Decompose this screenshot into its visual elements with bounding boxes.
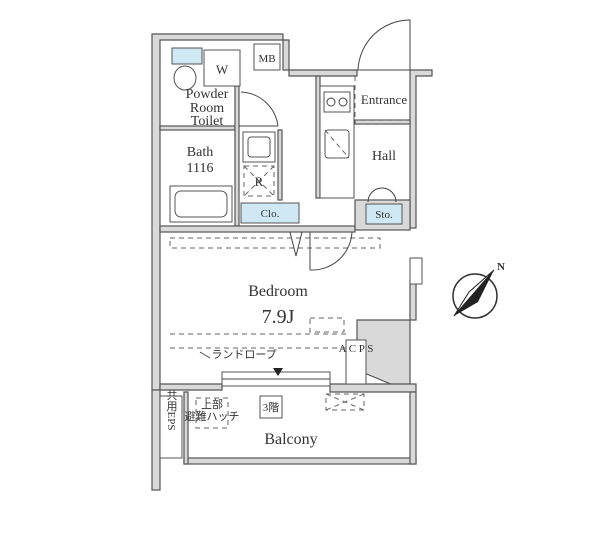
bath-label: Bath bbox=[187, 145, 213, 160]
ladder-label: 3階 bbox=[263, 400, 280, 414]
exterior-walls bbox=[151, 33, 433, 491]
escape-hatch bbox=[195, 397, 229, 429]
laundry-pipe-line bbox=[199, 351, 211, 359]
closet-label: Clo. bbox=[261, 208, 280, 220]
balcony-sash[interactable] bbox=[221, 368, 331, 387]
ladder-box bbox=[259, 395, 283, 419]
acps-panel bbox=[345, 339, 367, 385]
powder-room-door[interactable] bbox=[239, 91, 279, 127]
powder-label: Powder bbox=[186, 87, 229, 102]
side-window[interactable] bbox=[409, 257, 423, 285]
bedroom-door[interactable] bbox=[289, 231, 353, 271]
washer-label: W bbox=[216, 62, 229, 77]
acps-label: A C P S bbox=[339, 343, 374, 355]
storage-doors[interactable] bbox=[367, 187, 397, 203]
toilet-label: Toilet bbox=[191, 114, 224, 129]
compass-north-label: N bbox=[497, 261, 505, 273]
refrigerator-space bbox=[243, 165, 275, 197]
meter-box-label: MB bbox=[258, 53, 275, 65]
room-label: Room bbox=[190, 101, 224, 116]
kitchen-counter bbox=[319, 85, 355, 199]
balcony-label: Balcony bbox=[264, 431, 317, 448]
bedroom-bottom-border bbox=[170, 333, 350, 349]
escape-hatch-label-2: 避難ハッチ bbox=[185, 409, 240, 423]
meter-box bbox=[253, 43, 281, 71]
eps-shaft bbox=[159, 395, 183, 459]
entrance-door[interactable] bbox=[357, 19, 411, 71]
outdoor-ac-unit bbox=[325, 393, 365, 411]
closet bbox=[240, 202, 300, 224]
bedroom-top-border bbox=[169, 237, 381, 249]
eps-label: 共用EPS bbox=[165, 389, 178, 430]
refrigerator-label: R bbox=[255, 174, 264, 189]
compass: N bbox=[452, 261, 505, 319]
bathtub bbox=[169, 185, 233, 223]
storage bbox=[365, 203, 403, 225]
bedroom-size: 7.9J bbox=[262, 306, 295, 328]
storage-label: Sto. bbox=[375, 209, 393, 221]
entrance-label: Entrance bbox=[361, 92, 407, 107]
washer-space bbox=[203, 49, 241, 87]
toilet-fixture bbox=[171, 47, 203, 91]
aircon-unit bbox=[309, 317, 345, 333]
bedroom-label: Bedroom bbox=[248, 283, 308, 300]
bath-size: 1116 bbox=[187, 161, 214, 176]
escape-hatch-label-1: 上部 bbox=[201, 397, 223, 411]
hall-label: Hall bbox=[372, 149, 396, 164]
laundry-pipe-label: ランドロープ bbox=[211, 348, 276, 361]
